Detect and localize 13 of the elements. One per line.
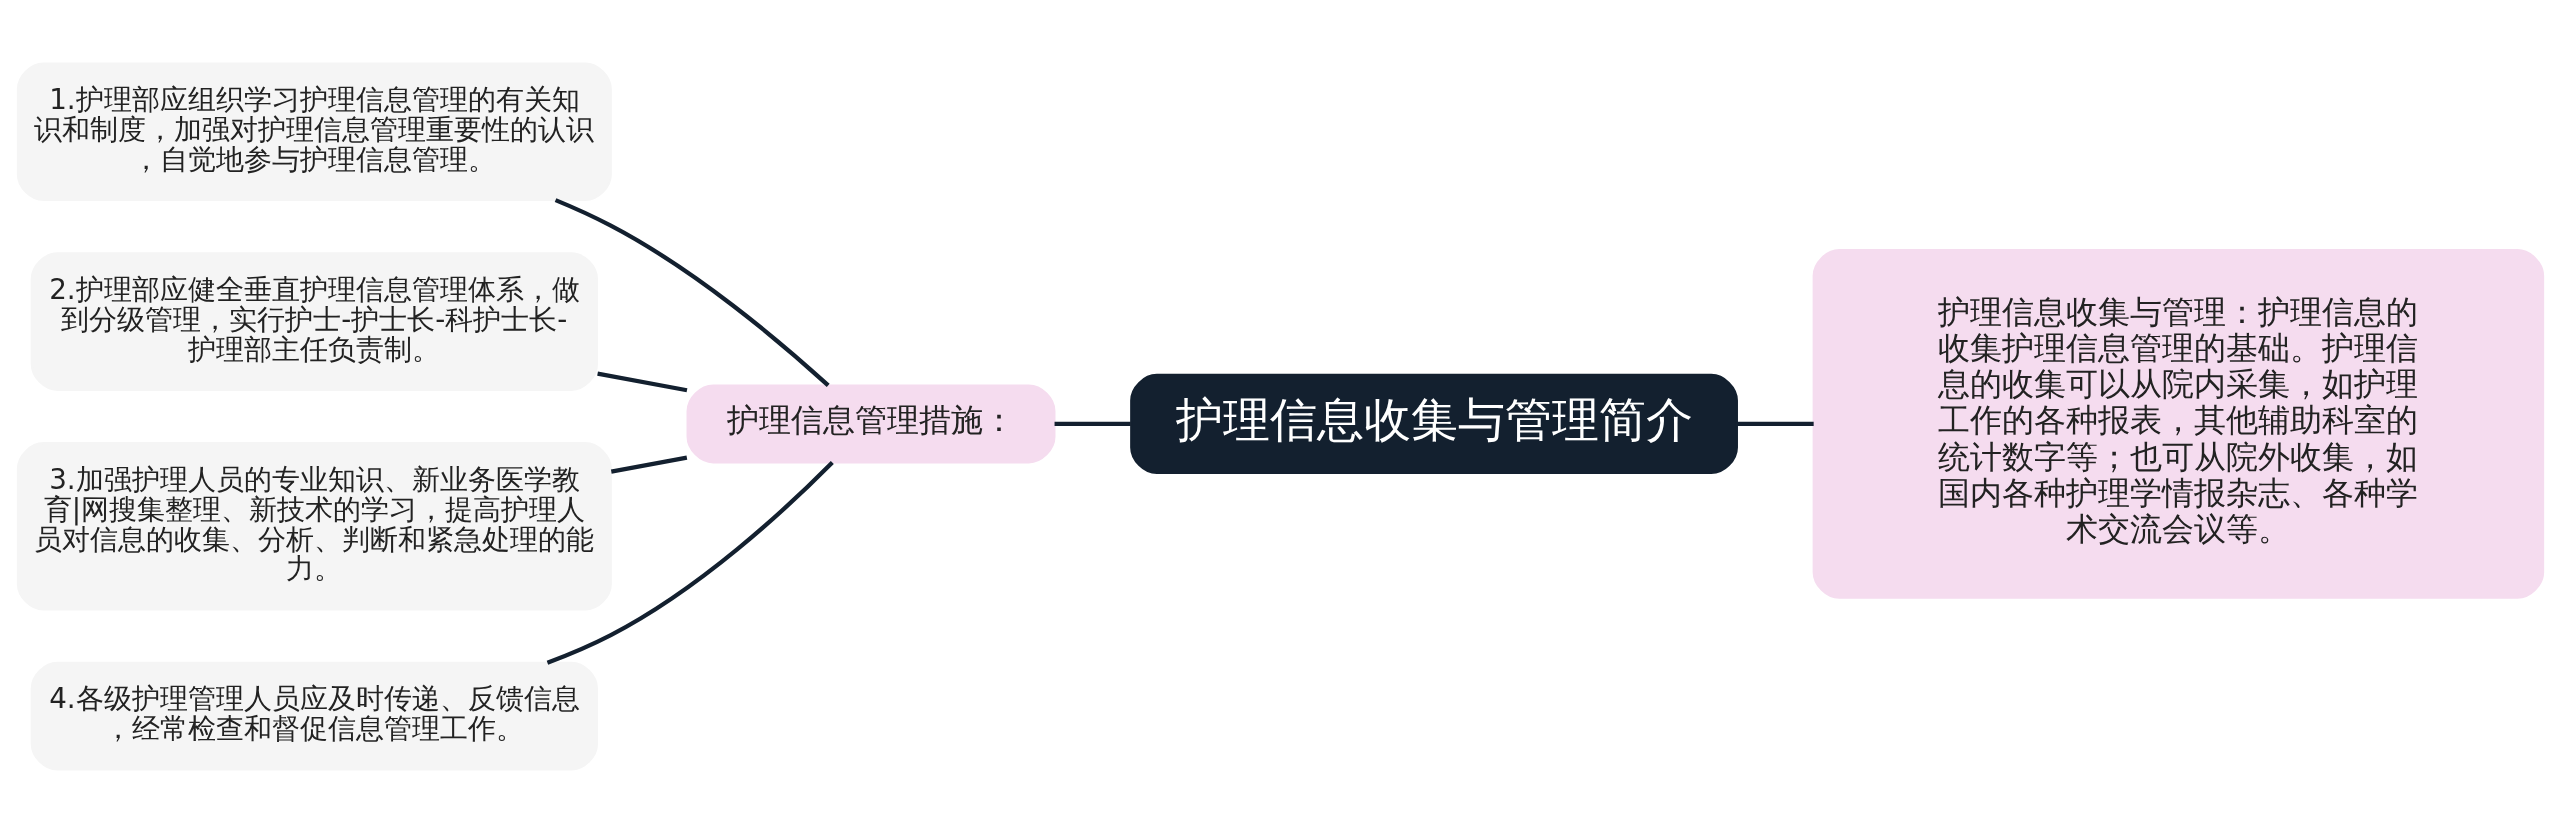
connector: [596, 371, 687, 393]
node-box: 护理信息管理措施：: [686, 384, 1055, 464]
connector: [546, 460, 834, 665]
connector: [554, 198, 830, 387]
node-box: 护理信息收集与管理简介: [1129, 373, 1738, 475]
connector: [610, 455, 687, 474]
node-box: 3.加强护理人员的专业知识、新业务医学教育|网搜集整理、新技术的学习，提高护理人员对信息的收集、分析、判断和紧急处理的能力。: [16, 442, 612, 611]
node-box: 2.护理部应健全垂直护理信息管理体系，做到分级管理，实行护士-护士长-科护士长-护理部主任负责制。: [30, 252, 598, 391]
connector: [1054, 421, 1131, 427]
node-box: 4.各级护理管理人员应及时传递、反馈信息，经常检查和督促信息管理工作。: [30, 661, 598, 771]
node-box: 1.护理部应组织学习护理信息管理的有关知识和制度，加强对护理信息管理重要性的认识，自觉地参与护理信息管理。: [16, 62, 612, 202]
node-box: 护理信息收集与管理：护理信息的收集护理信息管理的基础。护理信息的收集可以从院内采集，如护理工作的各种报表，其他辅助科室的统计数字等；也可从院外收集，如国内各种护理学情报杂志、各种学术交流会议等。: [1812, 249, 2544, 599]
connector: [1736, 421, 1814, 427]
